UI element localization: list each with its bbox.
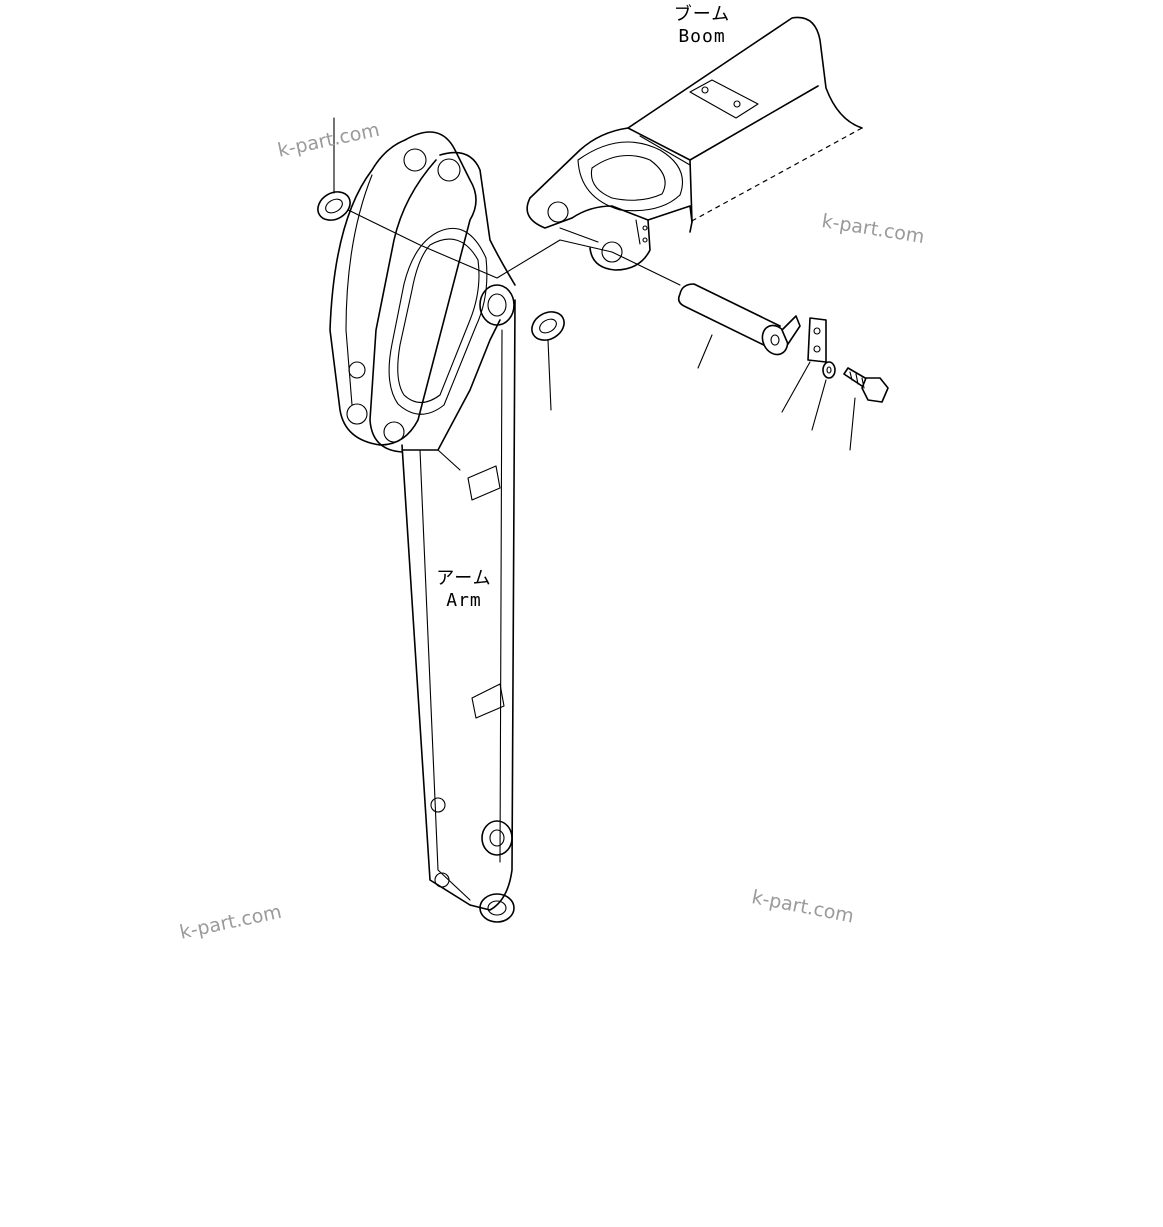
boom-assembly <box>526 16 863 271</box>
shim-left <box>317 117 351 221</box>
arm-assembly <box>329 131 516 923</box>
boom-label: ブーム Boom <box>664 4 740 48</box>
shim-right <box>531 311 565 411</box>
pin <box>677 283 801 369</box>
boom-label-en: Boom <box>678 26 726 47</box>
bolt <box>843 367 889 451</box>
washer <box>811 361 836 431</box>
pin-axis-line <box>337 204 681 286</box>
arm-label-jp: アーム <box>436 568 492 589</box>
arm-label: アーム Arm <box>426 568 502 612</box>
boom-label-jp: ブーム <box>673 4 731 25</box>
arm-label-en: Arm <box>446 590 482 611</box>
plate <box>781 317 827 413</box>
